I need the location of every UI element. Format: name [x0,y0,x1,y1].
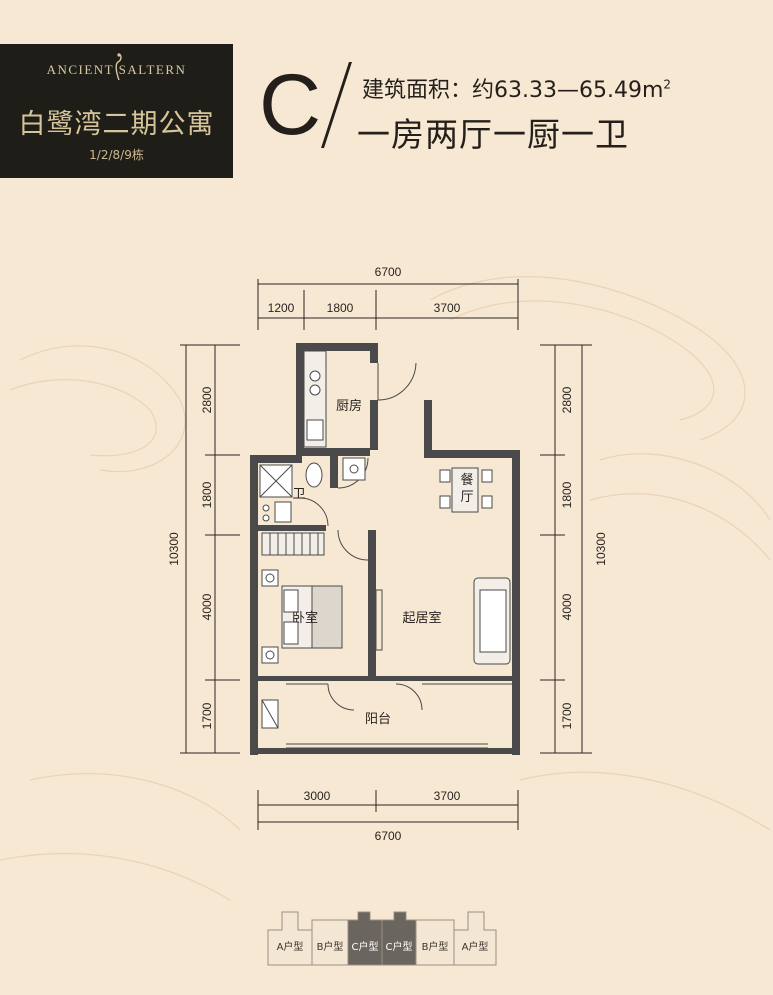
unit-label-1: A户型 [277,940,304,953]
area-unit-sup: 2 [663,77,672,92]
dim-bottom-seg-1: 3000 [304,789,331,803]
dim-bottom-seg-2: 3700 [434,789,461,803]
egret-logo-icon [115,53,122,81]
dining-table [439,467,493,513]
dim-left-seg-1: 2800 [200,386,214,413]
layout-type: 一房两厅一厨一卫 [357,115,629,154]
dim-left-seg-4: 1700 [200,702,214,729]
room-balcony: 阳台 [365,712,391,727]
unit-label-4: C户型 [386,940,413,953]
windows [286,589,512,749]
unit-block-a-left [267,911,313,966]
room-bedroom: 卧室 [292,610,318,626]
dim-left-seg-3: 4000 [200,593,214,620]
unit-block-a-right [453,911,497,966]
dim-right-seg-1: 2800 [560,386,574,413]
unit-block-c-right [381,911,417,966]
unit-letter: C [259,57,322,153]
dim-top-seg-2: 1800 [327,301,354,315]
sofa [473,577,511,665]
unit-label-6: A户型 [462,940,489,953]
dim-right-seg-3: 4000 [560,593,574,620]
dim-right-total: 10300 [594,532,608,566]
unit-block-b-right [415,919,455,966]
dim-bottom-total: 6700 [375,829,402,843]
dim-top-total: 6700 [375,265,402,279]
area-label: 建筑面积：约63.33—65.49m2 [362,72,671,104]
dim-left-seg-2: 1800 [200,481,214,508]
room-dining-2: 厅 [460,490,473,505]
dim-right-seg-4: 1700 [560,702,574,729]
unit-block-c-left [347,911,383,966]
unit-label-5: B户型 [422,940,449,953]
room-dining-1: 餐 [460,472,473,488]
kitchen-fixtures [303,350,366,481]
unit-label-3: C户型 [352,940,379,953]
brand-name-cn: 白鹭湾二期公寓 [18,109,215,140]
dim-right-seg-2: 1800 [560,481,574,508]
dim-top-seg-3: 3700 [434,301,461,315]
room-living: 起居室 [402,610,441,626]
doors [299,362,423,711]
building-numbers: 1/2/8/9栋 [89,148,144,162]
brand-panel: ANCIENT SALTERN 白鹭湾二期公寓 1/2/8/9栋 [0,44,233,178]
bed [261,569,343,664]
washing-machine [261,699,279,729]
bathroom-fixtures [259,462,325,556]
walls [250,343,520,755]
unit-block-b-left [311,919,349,966]
room-bathroom: 卫 [292,487,305,502]
unit-label-2: B户型 [317,940,344,953]
area-value: 建筑面积：约63.33—65.49m [362,78,664,103]
room-kitchen: 厨房 [336,398,362,414]
dimension-lines [180,279,592,830]
dim-top-seg-1: 1200 [268,301,295,315]
dim-left-total: 10300 [167,532,181,566]
